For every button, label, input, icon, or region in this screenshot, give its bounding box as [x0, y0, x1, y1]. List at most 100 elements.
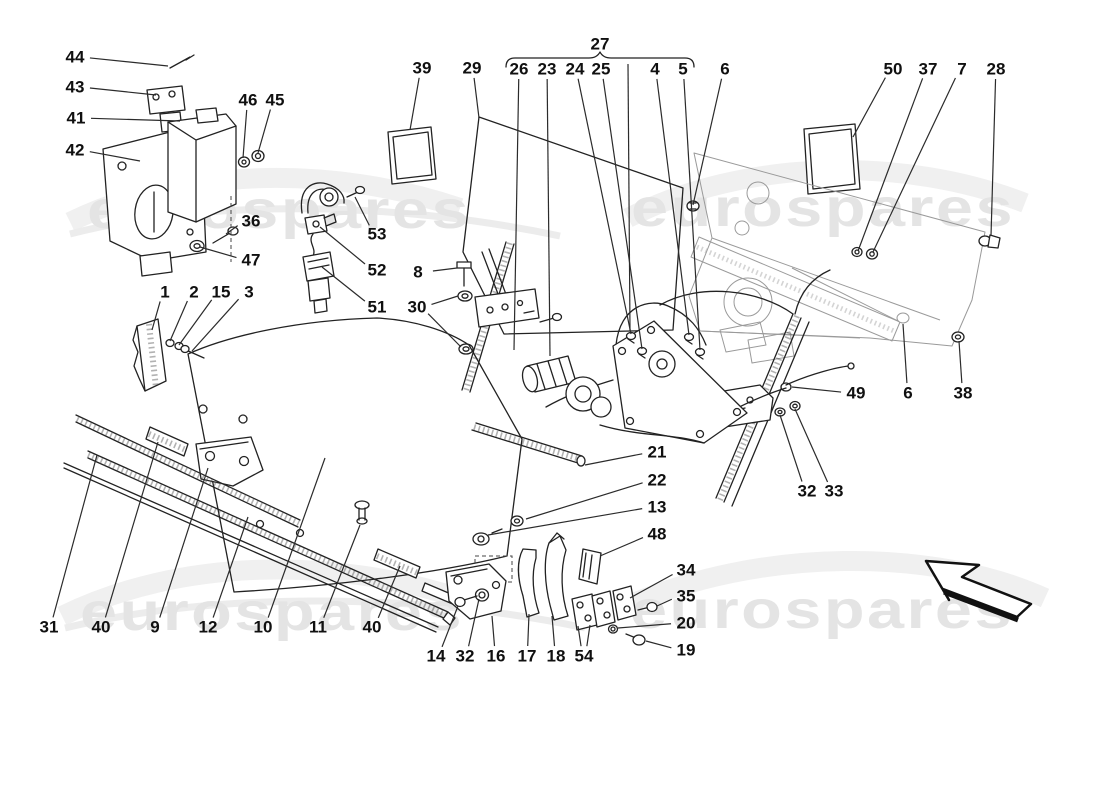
- leader-30: [427, 313, 462, 348]
- leader-15: [178, 299, 213, 346]
- callout-40b[interactable]: 40: [363, 618, 382, 637]
- bracket-27: [505, 51, 695, 68]
- callout-17[interactable]: 17: [518, 647, 537, 666]
- leader-6a: [692, 78, 723, 206]
- callout-19[interactable]: 19: [677, 641, 696, 660]
- callout-37[interactable]: 37: [919, 60, 938, 79]
- leader-21: [584, 453, 643, 466]
- leader-40a: [104, 441, 159, 618]
- callout-12[interactable]: 12: [199, 618, 218, 637]
- leader-10: [267, 457, 326, 618]
- clip-strip-group: [132, 318, 205, 392]
- callout-14[interactable]: 14: [427, 647, 446, 666]
- callout-45[interactable]: 45: [266, 91, 285, 110]
- callout-29[interactable]: 29: [463, 59, 482, 78]
- callout-11[interactable]: 11: [309, 618, 327, 637]
- callout-51[interactable]: 51: [368, 298, 387, 317]
- callout-38[interactable]: 38: [954, 384, 973, 403]
- callout-26[interactable]: 26: [510, 60, 529, 79]
- callout-30[interactable]: 30: [408, 298, 427, 317]
- leader-46: [242, 109, 248, 159]
- callout-6a[interactable]: 6: [720, 60, 729, 79]
- callout-54[interactable]: 54: [575, 647, 594, 666]
- callout-35[interactable]: 35: [677, 587, 696, 606]
- callout-16[interactable]: 16: [487, 647, 506, 666]
- leader-47: [199, 246, 237, 259]
- callout-27[interactable]: 27: [591, 35, 610, 54]
- callout-40a[interactable]: 40: [92, 618, 111, 637]
- leader-14: [441, 605, 459, 648]
- leader-11: [323, 524, 361, 618]
- leader-50: [852, 77, 886, 138]
- callout-50[interactable]: 50: [884, 60, 903, 79]
- callout-36[interactable]: 36: [242, 212, 261, 231]
- leader-43: [89, 87, 157, 96]
- callout-10[interactable]: 10: [254, 618, 273, 637]
- leader-17: [527, 613, 530, 647]
- callout-44[interactable]: 44: [66, 48, 85, 67]
- leader-54: [577, 625, 582, 647]
- callout-31[interactable]: 31: [40, 618, 59, 637]
- callout-24[interactable]: 24: [566, 60, 585, 79]
- callout-39[interactable]: 39: [413, 59, 432, 78]
- callout-53[interactable]: 53: [368, 225, 387, 244]
- callout-22[interactable]: 22: [648, 471, 667, 490]
- callout-43[interactable]: 43: [66, 78, 85, 97]
- callout-2[interactable]: 2: [189, 283, 198, 302]
- callout-4[interactable]: 4: [650, 60, 660, 79]
- leader-36: [225, 225, 239, 235]
- callout-1[interactable]: 1: [160, 283, 169, 302]
- callout-32a[interactable]: 32: [456, 647, 475, 666]
- callout-49[interactable]: 49: [847, 384, 866, 403]
- callout-41[interactable]: 41: [67, 109, 86, 128]
- callout-13[interactable]: 13: [648, 498, 667, 517]
- window-control-unit-group: [102, 54, 265, 277]
- leader-29: [473, 77, 480, 119]
- callout-20[interactable]: 20: [677, 614, 696, 633]
- callout-52[interactable]: 52: [368, 261, 387, 280]
- callout-47[interactable]: 47: [242, 251, 261, 270]
- leader-37: [857, 78, 924, 252]
- callout-46[interactable]: 46: [239, 91, 258, 110]
- leader-32a: [467, 598, 480, 647]
- leader-51: [321, 266, 366, 302]
- callout-9[interactable]: 9: [150, 618, 159, 637]
- glass-pad-50: [803, 123, 861, 195]
- leader-41: [90, 117, 181, 122]
- leader-30: [431, 295, 459, 305]
- callout-32b[interactable]: 32: [798, 482, 817, 501]
- callout-5[interactable]: 5: [678, 60, 687, 79]
- leader-22: [525, 482, 643, 520]
- leader-27: [627, 63, 631, 332]
- callout-34[interactable]: 34: [677, 561, 696, 580]
- callout-48[interactable]: 48: [648, 525, 667, 544]
- leader-12: [212, 516, 249, 618]
- watermark-text-2: eurospares: [80, 582, 464, 642]
- callout-21[interactable]: 21: [648, 443, 667, 462]
- callout-15[interactable]: 15: [212, 283, 231, 302]
- leader-40b: [377, 565, 401, 619]
- leader-9: [159, 467, 209, 618]
- leader-8: [432, 267, 458, 272]
- callout-3[interactable]: 3: [244, 283, 253, 302]
- leader-1: [151, 301, 161, 331]
- leader-39: [409, 77, 420, 131]
- callout-28[interactable]: 28: [987, 60, 1006, 79]
- callout-8[interactable]: 8: [413, 263, 422, 282]
- callout-6b[interactable]: 6: [903, 384, 912, 403]
- leader-42: [89, 151, 141, 162]
- glass-pad-39: [387, 126, 437, 185]
- callout-23[interactable]: 23: [538, 60, 557, 79]
- callout-42[interactable]: 42: [66, 141, 85, 160]
- leader-25: [602, 78, 643, 350]
- leader-7: [872, 77, 956, 253]
- callout-33[interactable]: 33: [825, 482, 844, 501]
- window-regulator-center: [456, 241, 794, 467]
- callout-25[interactable]: 25: [592, 60, 611, 79]
- callout-7[interactable]: 7: [957, 60, 966, 79]
- leader-49: [791, 386, 842, 393]
- callout-18[interactable]: 18: [547, 647, 566, 666]
- leader-35: [656, 598, 673, 607]
